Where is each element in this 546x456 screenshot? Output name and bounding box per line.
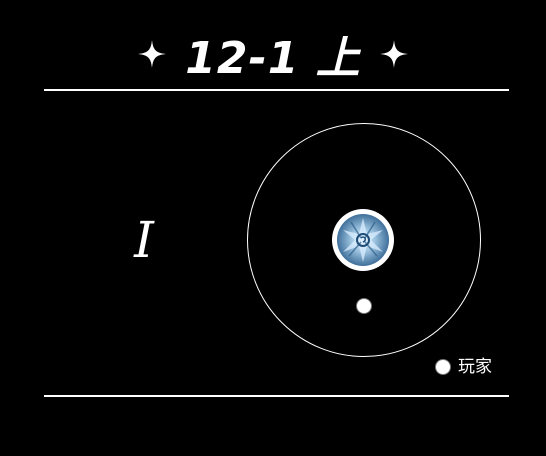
legend-player-dot-icon	[436, 360, 450, 374]
phase-marker: I	[134, 211, 154, 269]
bottom-divider	[44, 395, 509, 397]
arena-circle	[247, 123, 481, 357]
sparkle-icon	[379, 40, 408, 68]
legend-label-player: 玩家	[458, 357, 492, 377]
player-marker	[357, 299, 371, 313]
stage-title: 12-1 上	[185, 33, 361, 84]
legend: 玩家	[436, 356, 492, 378]
top-divider	[44, 89, 509, 91]
title-bar: 12-1 上	[0, 22, 546, 86]
sparkle-icon	[138, 40, 167, 68]
boss-portrait-icon	[332, 209, 394, 271]
